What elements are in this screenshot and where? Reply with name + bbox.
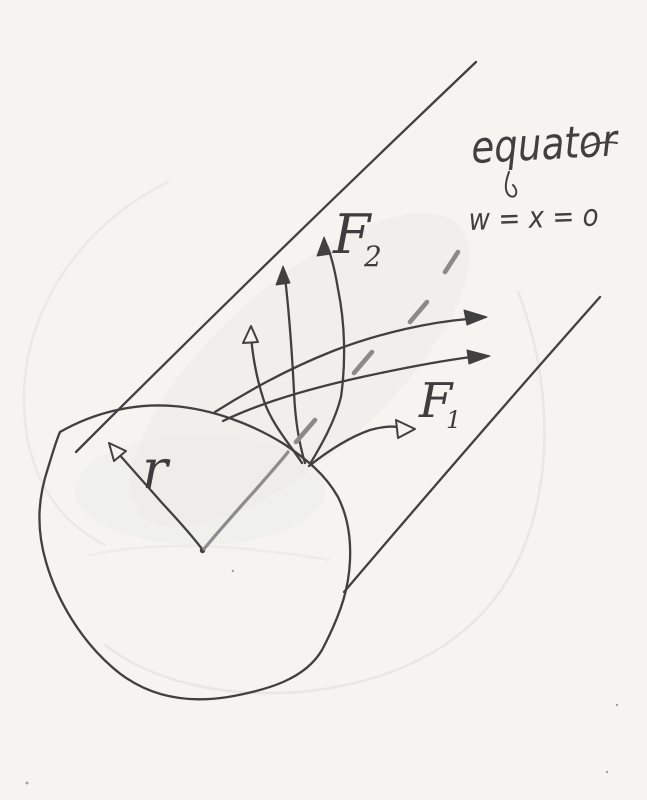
radius-arrow-shaft [115,450,204,551]
circle-shading-wash [75,435,325,545]
speck-dot [605,770,609,774]
speck-dot [25,781,29,785]
speck-dot [231,569,235,573]
force1-label-base: F [418,373,454,429]
background-smudges [22,180,546,695]
force1-label: F 1 [418,373,468,434]
faint-arc-upper-left [22,180,170,547]
field-line-long-lower-arrowhead-icon [466,349,491,365]
equator-label: equator [470,115,621,174]
cylinder-bottom-edge [342,295,602,594]
equator-condition-label: w = x = o [468,198,599,238]
radius-arrow: r [108,438,204,551]
field-line-f1 [307,425,399,468]
speck-dot [615,703,619,707]
cylinder-shading-wash [130,212,470,528]
annotations: equator w = x = o F 2 F 1 [332,115,621,434]
equator-label-descender-flourish [504,171,518,198]
equator-tick-3 [407,299,430,325]
field-line-long-upper [213,317,470,414]
faint-streak-inside-circle [88,544,332,562]
paper-specks [25,569,619,785]
equator-label-arm-flourish [583,141,618,149]
radius-label: r [142,438,171,501]
field-line-up-left [249,332,304,465]
faint-arc-lower-right [103,290,546,695]
field-line-up-left-arrowhead-icon [242,325,259,344]
radius-arrowhead-icon [108,442,127,462]
pencil-line-center-to-surface [202,450,290,551]
equator-tick-marks [293,249,461,445]
field-lines [213,236,491,468]
cylinder-end-circle [38,404,352,701]
field-line-f1-arrowhead-icon [395,419,416,439]
field-line-f2-arrowhead-icon [316,236,332,257]
equator-tick-4 [442,249,461,275]
force2-label-subscript: 2 [363,240,382,273]
force1-label-subscript: 1 [446,406,461,434]
equator-tick-2 [351,349,375,376]
field-line-up-middle-arrowhead-icon [275,265,291,286]
equator-tick-1 [293,417,318,445]
cylinder-top-edge [74,60,478,454]
field-line-long-lower [221,355,473,423]
force2-label: F 2 [332,203,388,273]
force2-label-base: F [332,203,373,266]
field-line-long-upper-arrowhead-icon [463,309,488,326]
cylinder [38,60,602,701]
